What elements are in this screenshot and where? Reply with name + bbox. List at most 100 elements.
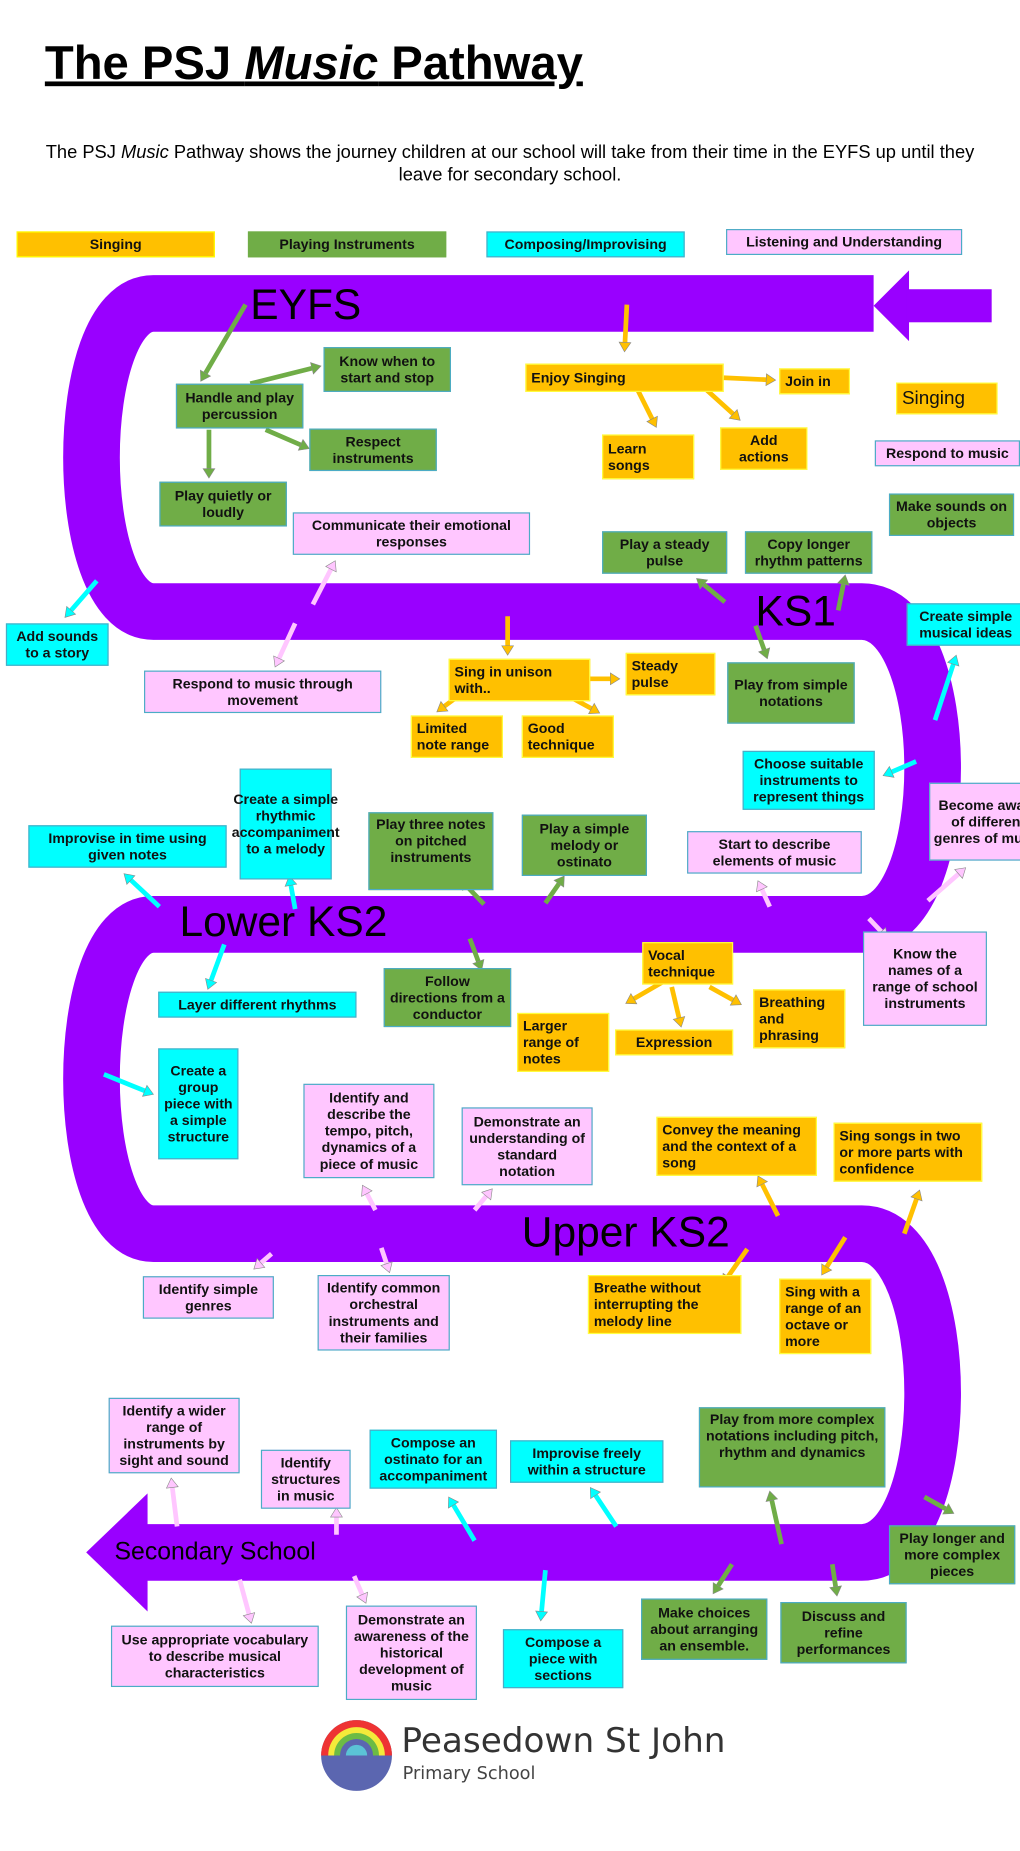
connector-arrow [361,1184,378,1212]
arrow-head [729,994,742,1006]
connector-arrow [501,616,515,656]
connector-arrow [589,1487,619,1528]
title-text: Pathway [378,37,583,90]
arrow-head [765,373,777,387]
arrow-head [273,655,285,668]
arrow-shaft [702,582,727,604]
arrow-shaft [543,882,561,905]
arrow-head [205,977,218,990]
arrow-head [910,1189,923,1202]
pathway-band [63,275,961,1581]
arrow-shaft [760,1183,781,1218]
legend-playing-instruments: Playing Instruments [247,231,447,258]
arrow-head [200,369,212,382]
skill-box: Follow directions from a conductor [383,968,512,1028]
arrow-head [481,1188,493,1201]
arrow-shaft [103,1072,146,1094]
arrow-shaft [716,1562,734,1588]
arrow-shaft [635,388,655,420]
stage-label-upper-ks2: Upper KS2 [521,1207,730,1257]
arrow-head [436,700,449,713]
arrow-shaft [364,1192,378,1212]
connector-arrow [835,574,850,611]
arrow-shaft [539,1569,548,1612]
connector-arrow [829,1563,842,1597]
arrow-head [712,1582,724,1595]
arrow-head [882,765,895,778]
connector-arrow [202,429,216,479]
arrow-shaft [593,1494,619,1528]
skill-box: Vocal technique [642,942,734,985]
arrow-shaft [276,622,298,660]
skill-box: Play from simple notations [727,662,855,724]
skill-box: Expression [615,1029,734,1056]
arrow-shaft [723,375,767,383]
arrow-head [672,1016,686,1028]
skill-box: Know the names of a range of school inst… [862,931,987,1026]
arrow-head [618,341,632,353]
arrow-shaft [249,365,313,386]
arrow-head [325,560,337,573]
connector-arrow [756,880,772,908]
arrow-shaft [926,872,961,903]
skill-box: Make choices about arranging an ensemble… [641,1598,768,1660]
skill-box: Handle and play percussion [175,383,304,429]
arrow-head [501,645,515,656]
connector-arrow [467,937,485,971]
skill-box: Identify a wider range of instruments by… [108,1397,240,1474]
skill-box: Sing songs in two or more parts with con… [833,1122,983,1182]
skill-box: Respond to music [874,440,1020,467]
arrow-shaft [203,303,248,375]
skill-box: Discuss and refine performances [780,1602,907,1664]
connector-arrow [618,304,632,353]
skill-box: Limited note range [410,715,503,758]
connector-arrow [923,1494,955,1515]
arrow-shaft [259,1251,274,1265]
arrow-head [588,702,601,715]
arrow-head [165,1477,179,1489]
skill-box: Larger range of notes [517,1012,610,1072]
skill-box: Join in [779,368,851,395]
arrow-head [625,993,638,1005]
arrow-shaft [208,943,227,982]
arrow-shaft [867,916,884,934]
arrow-head [829,1585,842,1597]
skill-box: Add sounds to a story [5,623,109,666]
arrow-head [472,959,485,971]
arrow-shaft [451,1503,477,1542]
connector-arrow [543,875,565,905]
connector-arrow [932,654,960,721]
connector-arrow [64,579,99,618]
legend-singing: Singing [16,231,215,258]
page-title: The PSJ Music Pathway [45,38,583,91]
arrow-head [356,1591,368,1604]
arrow-head [646,415,658,428]
arrow-head [535,1610,549,1622]
intro-part: Pathway shows the journey children at ou… [168,142,975,186]
connector-arrow [123,873,161,909]
connector-arrow [696,578,727,604]
arrow-shaft [169,1487,180,1527]
skill-box: Steady pulse [625,652,716,696]
arrow-shaft [379,1247,389,1265]
connector-arrow [765,1490,784,1545]
arrow-head [123,873,136,885]
skill-box: Improvise freely within a structure [510,1440,664,1483]
arrow-head [284,875,298,887]
connector-arrow [352,1575,368,1604]
arrow-head [202,468,216,479]
legend-composing: Composing/Improvising [486,231,685,258]
connector-arrow [200,303,248,382]
skill-box: Choose suitable instruments to represent… [742,750,875,810]
arrow-shaft [759,888,772,908]
connector-arrow [669,986,686,1028]
connector-arrow [702,385,741,421]
arrow-shaft [902,1198,919,1235]
skill-box: Breathing and phrasing [753,989,846,1049]
arrow-head [758,647,771,660]
skill-box: Compose a piece with sections [502,1629,624,1689]
skill-box: Improvise in time using given notes [28,825,227,868]
connector-arrow [753,624,771,660]
arrow-shaft [835,583,846,611]
skill-box: Compose an ostinato for an accompaniment [369,1429,498,1489]
